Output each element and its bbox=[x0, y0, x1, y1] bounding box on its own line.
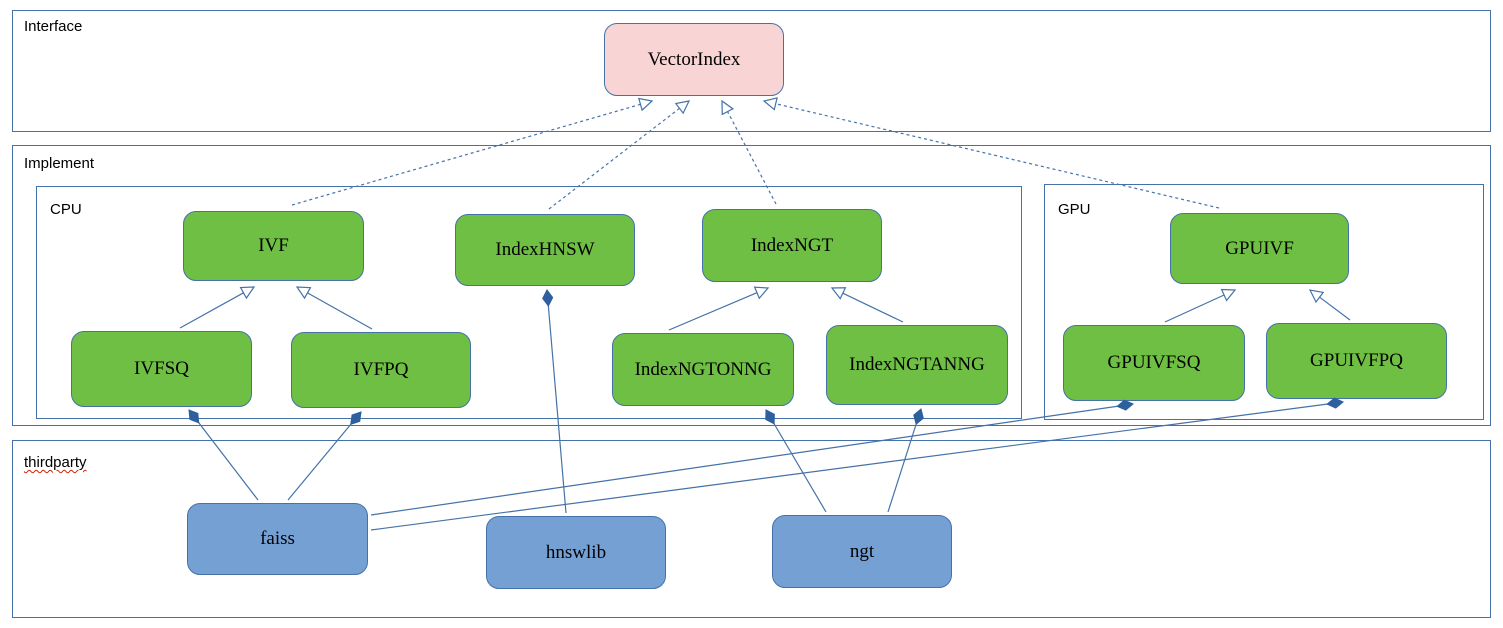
class-node-indexngtanng[interactable]: IndexNGTANNG bbox=[826, 325, 1008, 405]
class-node-label: GPUIVFSQ bbox=[1107, 352, 1201, 373]
class-node-indexhnsw[interactable]: IndexHNSW bbox=[455, 214, 635, 286]
package-label-cpu: CPU bbox=[50, 201, 82, 218]
class-node-gpuivfpq[interactable]: GPUIVFPQ bbox=[1266, 323, 1447, 399]
class-node-label: VectorIndex bbox=[647, 48, 741, 70]
class-node-label: hnswlib bbox=[545, 541, 607, 563]
package-label-thirdparty: thirdparty bbox=[24, 454, 87, 471]
class-node-label: GPUIVFPQ bbox=[1310, 350, 1403, 371]
class-node-indexngt[interactable]: IndexNGT bbox=[702, 209, 882, 282]
class-node-label: IVF bbox=[258, 235, 289, 256]
class-node-label: IndexNGTANNG bbox=[849, 354, 985, 375]
class-node-vectorindex[interactable]: VectorIndex bbox=[604, 23, 784, 96]
class-node-indexngtonng[interactable]: IndexNGTONNG bbox=[612, 333, 794, 406]
class-node-gpuivf[interactable]: GPUIVF bbox=[1170, 213, 1349, 284]
class-node-label: IndexNGT bbox=[750, 234, 834, 256]
class-node-label: ngt bbox=[849, 540, 875, 562]
class-node-faiss[interactable]: faiss bbox=[187, 503, 368, 575]
package-label-gpu: GPU bbox=[1058, 201, 1091, 218]
class-node-ngt[interactable]: ngt bbox=[772, 515, 952, 588]
class-node-hnswlib[interactable]: hnswlib bbox=[486, 516, 666, 589]
class-node-label: IVFPQ bbox=[353, 359, 409, 380]
class-node-gpuivfsq[interactable]: GPUIVFSQ bbox=[1063, 325, 1245, 401]
class-node-ivfsq[interactable]: IVFSQ bbox=[71, 331, 252, 407]
class-node-label: IndexHNSW bbox=[495, 239, 595, 260]
class-node-ivfpq[interactable]: IVFPQ bbox=[291, 332, 471, 408]
class-node-label: IVFSQ bbox=[134, 358, 189, 379]
class-node-label: IndexNGTONNG bbox=[634, 358, 772, 380]
class-node-label: faiss bbox=[260, 528, 295, 549]
class-node-ivf[interactable]: IVF bbox=[183, 211, 364, 281]
package-label-implement: Implement bbox=[24, 155, 95, 172]
class-node-label: GPUIVF bbox=[1225, 237, 1294, 259]
package-label-interface: Interface bbox=[24, 18, 83, 35]
